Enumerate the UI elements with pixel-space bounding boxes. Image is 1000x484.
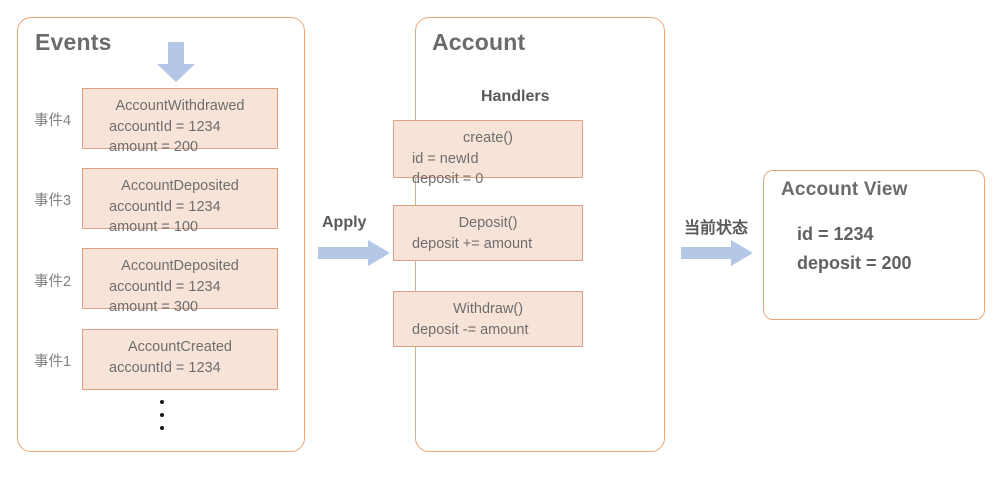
handler-name-create: create() (463, 130, 513, 146)
account-view-id-value: id = 1234 (797, 224, 874, 244)
account-panel-title: Account (432, 29, 526, 55)
event-index-label-2: 事件2 (34, 274, 72, 290)
event-box-3[interactable]: AccountDeposited accountId = 1234 amount… (82, 168, 278, 235)
current-state-arrow-label: 当前状态 (684, 220, 749, 237)
event-name-4: AccountWithdrawed (115, 98, 245, 114)
event-index-label-1: 事件1 (34, 354, 72, 370)
handlers-heading: Handlers (481, 88, 550, 105)
event-box-4[interactable]: AccountWithdrawed accountId = 1234 amoun… (82, 88, 278, 155)
event-name-1: AccountCreated (128, 339, 232, 355)
event-field-3-0: accountId = 1234 (109, 198, 221, 215)
handler-body-create-0: id = newId (412, 150, 479, 167)
arrow-right-icon (681, 240, 753, 266)
event-field-3-1: amount = 100 (109, 219, 199, 236)
event-index-label-3: 事件3 (34, 193, 72, 209)
handler-box-withdraw[interactable]: Withdraw() deposit -= amount (393, 291, 583, 347)
events-panel-title: Events (35, 29, 112, 55)
arrow-right-icon (318, 240, 390, 266)
event-field-4-0: accountId = 1234 (109, 118, 221, 135)
event-box-2[interactable]: AccountDeposited accountId = 1234 amount… (82, 248, 278, 315)
event-field-1-0: accountId = 1234 (109, 359, 221, 376)
apply-arrow-label: Apply (322, 214, 367, 231)
event-name-3: AccountDeposited (121, 178, 239, 194)
events-panel (17, 17, 305, 452)
event-name-2: AccountDeposited (121, 258, 239, 274)
handler-body-create-1: deposit = 0 (412, 171, 484, 188)
handler-body-deposit-0: deposit += amount (412, 235, 533, 252)
arrow-down-icon (157, 42, 195, 82)
account-view-title: Account View (781, 179, 908, 200)
account-view-panel (763, 170, 985, 320)
handler-name-deposit: Deposit() (458, 215, 518, 231)
event-index-label-4: 事件4 (34, 113, 72, 129)
event-field-2-1: amount = 300 (109, 299, 199, 316)
handler-box-create[interactable]: create() id = newId deposit = 0 (393, 120, 583, 187)
handler-name-withdraw: Withdraw() (452, 301, 524, 317)
event-box-1[interactable]: AccountCreated accountId = 1234 (82, 329, 278, 390)
handler-box-deposit[interactable]: Deposit() deposit += amount (393, 205, 583, 261)
vertical-ellipsis-icon (160, 400, 170, 439)
account-view-deposit-value: deposit = 200 (797, 253, 912, 273)
handler-body-withdraw-0: deposit -= amount (412, 321, 529, 338)
event-field-4-1: amount = 200 (109, 139, 199, 156)
event-field-2-0: accountId = 1234 (109, 278, 221, 295)
